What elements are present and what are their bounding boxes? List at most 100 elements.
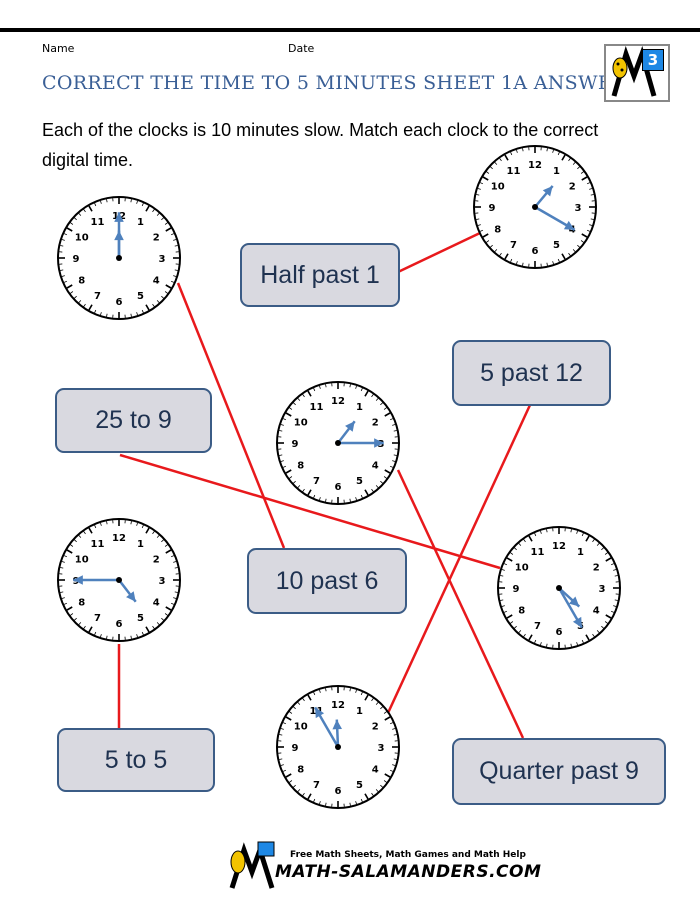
clock-tick: [145, 527, 150, 534]
clock-tick: [319, 801, 321, 805]
clock-tick: [174, 591, 178, 593]
clock-tick: [61, 239, 65, 241]
clock-tick: [70, 544, 74, 547]
clock-tick: [94, 203, 97, 207]
answer-box-half-past-1[interactable]: Half past 1: [240, 243, 400, 307]
clock-tick: [88, 527, 93, 534]
footer-brand[interactable]: MATH-SALAMANDERS.COM: [275, 862, 542, 882]
clock-tick: [482, 233, 489, 238]
clock-numeral: 8: [494, 225, 501, 236]
answer-box-10-past-6[interactable]: 10 past 6: [247, 548, 407, 614]
clock-tick: [576, 530, 578, 534]
clock-numeral: 6: [116, 297, 123, 308]
clock-tick: [279, 758, 283, 760]
clock-tick: [577, 166, 580, 170]
clock-tick: [589, 188, 593, 190]
clock-tick: [61, 597, 65, 599]
clock-tick: [614, 575, 618, 577]
clock-tick: [482, 176, 489, 181]
answer-box-5-past-12[interactable]: 5 past 12: [452, 340, 611, 406]
clock-tick: [170, 602, 174, 605]
clock-tick: [380, 784, 383, 788]
clock-numeral: 2: [153, 555, 160, 566]
clock-tick: [94, 309, 97, 313]
clock-tick: [349, 688, 351, 692]
clock-tick: [364, 390, 369, 397]
clock-numeral: 2: [372, 418, 379, 429]
line-quarter-past-9: [396, 469, 525, 739]
clock-tick: [349, 384, 351, 388]
clock-numeral: 3: [159, 576, 166, 587]
clock-numeral: 1: [137, 217, 144, 228]
clock-numeral: 10: [294, 418, 308, 429]
clock-tick: [384, 412, 391, 417]
clock-tick: [293, 784, 296, 788]
clock-tick: [161, 217, 164, 221]
clock-tick: [280, 728, 284, 730]
clock-numeral: 11: [91, 539, 105, 550]
clock-numeral: 10: [75, 555, 89, 566]
answer-box-25-to-9[interactable]: 25 to 9: [55, 388, 212, 453]
clock-tick: [380, 706, 383, 710]
clock-tick: [100, 522, 102, 526]
clock-numeral: 6: [116, 619, 123, 630]
clock-tick: [165, 284, 172, 289]
clock-tick: [100, 200, 102, 204]
clock-numeral: 10: [491, 182, 505, 193]
clock-tick: [360, 494, 363, 498]
clock-tick: [510, 552, 514, 555]
clock-tick: [349, 802, 351, 806]
clock-tick: [389, 722, 393, 725]
answer-box-quarter-past-9[interactable]: Quarter past 9: [452, 738, 666, 805]
clock-numeral: 4: [372, 765, 379, 776]
clock-tick: [74, 617, 77, 621]
clock-tick: [145, 205, 150, 212]
clock-tick: [78, 300, 82, 303]
clock-tick: [285, 469, 292, 474]
clock-tick: [60, 591, 64, 593]
clock-numeral: 12: [331, 396, 345, 407]
clock-tick: [572, 162, 576, 165]
clock-tick: [164, 291, 168, 294]
clock-tick: [540, 642, 542, 646]
clock-tick: [289, 711, 293, 714]
clock-numeral: 11: [531, 547, 545, 558]
clock-tick: [64, 233, 68, 236]
clock-tick: [486, 240, 490, 243]
clock-tick: [614, 599, 618, 601]
clock-tick: [161, 539, 164, 543]
clock-tick: [510, 621, 514, 624]
answer-box-5-to-5[interactable]: 5 to 5: [57, 728, 215, 792]
clock-tick: [494, 249, 498, 252]
clock-tick: [66, 227, 73, 232]
clock-tick: [500, 575, 504, 577]
clock-tick: [504, 610, 508, 613]
line-half-past-1: [397, 231, 481, 274]
clock-tick: [307, 793, 312, 800]
clock-tick: [383, 711, 387, 714]
clock-tick: [590, 218, 594, 220]
clock-tick: [293, 706, 296, 710]
clock-numeral: 12: [331, 700, 345, 711]
clock-tick: [307, 694, 312, 701]
clock-tick: [313, 388, 316, 392]
clock-tick: [302, 488, 305, 492]
clock-tick: [293, 402, 296, 406]
clock-tick: [66, 549, 73, 554]
clock-tick: [371, 698, 374, 702]
clock-tick: [156, 300, 160, 303]
clock-numeral: 3: [159, 254, 166, 265]
clock-numeral: 11: [91, 217, 105, 228]
clock-tick: [605, 614, 612, 619]
clock-tick: [393, 734, 397, 736]
clock-tick: [476, 218, 480, 220]
clock-tick: [480, 229, 484, 232]
clock-tick: [280, 460, 284, 462]
clock-tick: [392, 728, 396, 730]
